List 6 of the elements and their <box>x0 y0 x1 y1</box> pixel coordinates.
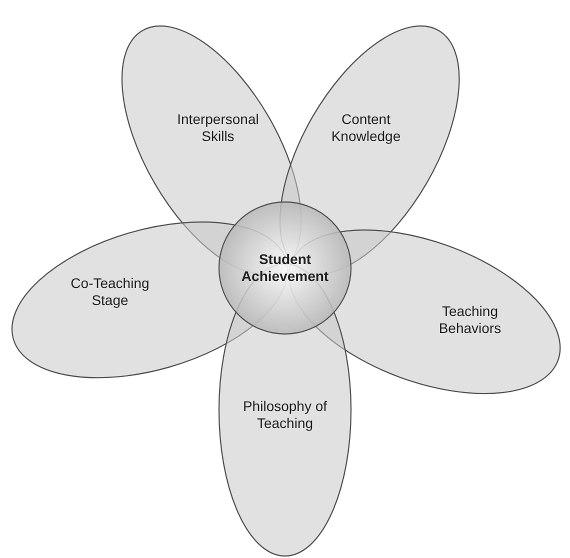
petal-label: Content Knowledge <box>330 110 402 145</box>
petal-label: Interpersonal Skills <box>176 110 260 145</box>
petal-label: Co-Teaching Stage <box>70 274 150 309</box>
center-label: Student Achievement <box>240 251 330 285</box>
petal-label: Teaching Behaviors <box>438 302 502 337</box>
petal-label: Philosophy of Teaching <box>242 398 328 432</box>
